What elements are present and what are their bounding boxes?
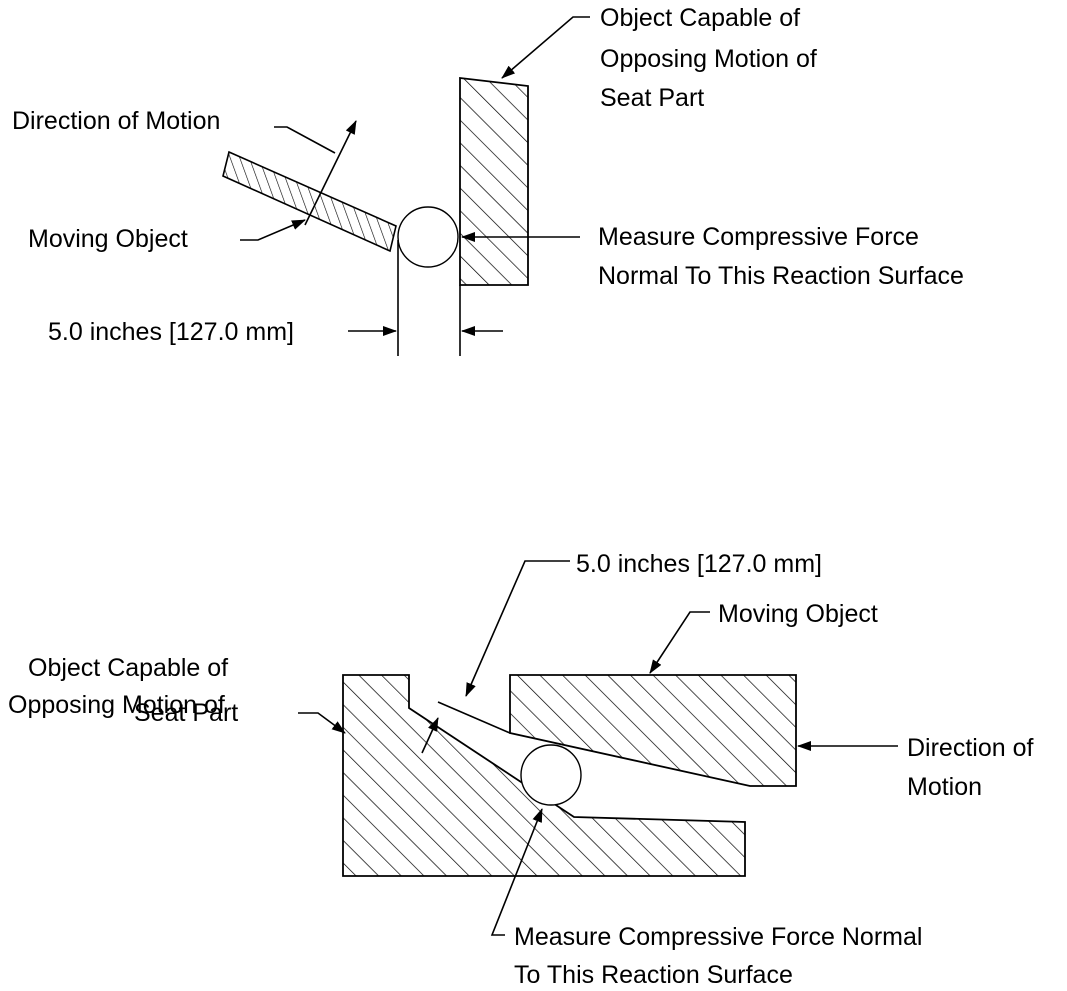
bottom-label-object-line3: Seat Part	[134, 699, 238, 727]
bottom-test-sphere	[520, 744, 582, 806]
top-label-measure-line2: Normal To This Reaction Surface	[598, 262, 964, 290]
bottom-dim-arrow-lower	[421, 717, 439, 754]
bottom-gap-upper-surface	[437, 701, 511, 734]
bottom-label-object-line2: Opposing Motion of	[8, 691, 225, 719]
bottom-label-measure-line1: Measure Compressive Force Normal	[514, 923, 922, 951]
bottom-figure: 5.0 inches [127.0 mm] Moving Object Obje…	[8, 550, 1033, 989]
bottom-leader-opposing-object	[298, 712, 346, 734]
bottom-label-object-line1: Object Capable of	[28, 654, 228, 682]
bottom-moving-object	[509, 674, 797, 787]
top-figure: Object Capable of Opposing Motion of Sea…	[12, 4, 964, 356]
bottom-leader-measure	[490, 808, 543, 936]
top-label-measure-line1: Measure Compressive Force	[598, 223, 919, 251]
top-moving-object	[222, 150, 397, 253]
top-opposing-object	[459, 76, 529, 286]
bottom-label-direction-line1: Direction of	[907, 734, 1033, 762]
bottom-label-direction-line2: Motion	[907, 773, 982, 801]
bottom-label-dimension: 5.0 inches [127.0 mm]	[576, 550, 822, 578]
top-test-sphere	[397, 206, 459, 268]
top-label-object-line1: Object Capable of	[600, 4, 800, 32]
top-leader-moving-object	[240, 219, 306, 241]
bottom-leader-moving-object	[649, 611, 710, 674]
bottom-label-moving-object: Moving Object	[718, 600, 878, 628]
top-label-direction: Direction of Motion	[12, 107, 220, 135]
top-label-object-line2: Opposing Motion of	[600, 45, 817, 73]
top-label-object-line3: Seat Part	[600, 84, 704, 112]
bottom-opposing-object	[342, 674, 746, 877]
bottom-leader-dimension	[465, 560, 570, 697]
bottom-label-measure-line2: To This Reaction Surface	[514, 961, 793, 989]
top-leader-opposing-object	[501, 16, 590, 79]
top-direction-arrow	[304, 120, 357, 226]
top-label-moving-object: Moving Object	[28, 225, 188, 253]
top-label-dimension: 5.0 inches [127.0 mm]	[48, 318, 294, 346]
top-leader-direction	[274, 126, 336, 154]
